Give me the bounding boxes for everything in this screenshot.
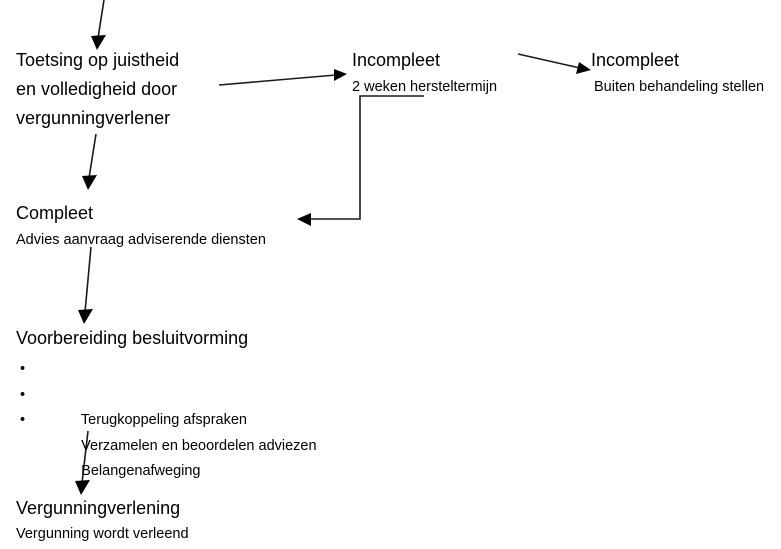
connector-toetsing-to-compleet xyxy=(82,133,97,190)
list-item-label: Verzamelen en beoordelen adviezen xyxy=(81,437,317,454)
list-item: • Belangenafweging xyxy=(16,408,376,479)
connector-incoming-top xyxy=(91,0,106,50)
node-voorbereiding-title: Voorbereiding besluitvorming xyxy=(16,328,249,348)
node-incompleet-2-title: Incompleet xyxy=(591,50,680,70)
node-voorbereiding-bullet-list: • Terugkoppeling afspraken • Verzamelen … xyxy=(16,357,376,479)
node-toetsing-title: Toetsing op juistheid en volledigheid do… xyxy=(16,50,180,128)
node-incompleet-2-subtitle: Buiten behandeling stellen xyxy=(594,79,765,95)
node-incompleet-1-title: Incompleet xyxy=(352,50,441,70)
node-compleet-title: Compleet xyxy=(16,203,94,223)
bullet-point-icon: • xyxy=(20,386,26,403)
node-vergunningverlening-subtitle: Vergunning wordt verleend xyxy=(16,526,189,542)
list-item-label: Belangenafweging xyxy=(81,463,201,479)
connector-compleet-to-voorbereiding xyxy=(78,246,93,324)
bullet-point-icon: • xyxy=(20,412,26,428)
node-incompleet-1-subtitle: 2 weken hersteltermijn xyxy=(352,79,498,95)
list-item-label: Terugkoppeling afspraken xyxy=(80,412,247,428)
bullet-point-icon: • xyxy=(20,361,26,377)
node-compleet-subtitle: Advies aanvraag adviserende diensten xyxy=(16,232,266,248)
list-item: • Terugkoppeling afspraken xyxy=(16,357,376,428)
connector-incompleet-back-to-compleet xyxy=(297,95,424,226)
node-vergunningverlening-title: Vergunningverlening xyxy=(16,498,181,518)
list-item: • Verzamelen en beoordelen adviezen xyxy=(16,383,376,454)
